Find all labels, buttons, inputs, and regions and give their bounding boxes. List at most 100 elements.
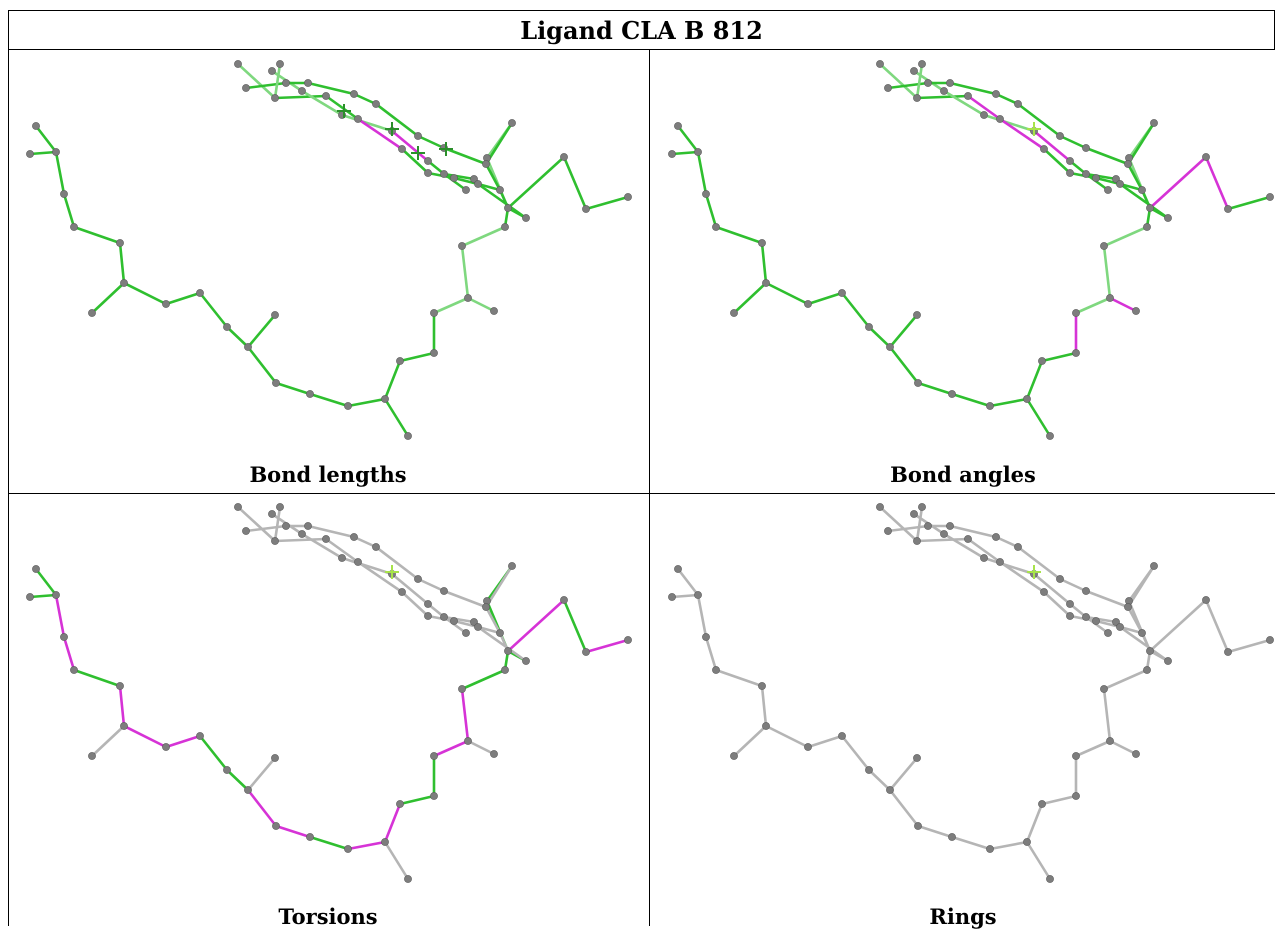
atom [440, 613, 448, 621]
atom [282, 79, 290, 87]
atom [276, 503, 284, 511]
atom [244, 786, 252, 794]
atom [1014, 543, 1022, 551]
atom [865, 323, 873, 331]
bond [442, 172, 476, 181]
atom [482, 160, 490, 168]
atom [244, 343, 252, 351]
atom [234, 60, 242, 68]
atom [918, 503, 926, 511]
bond [198, 291, 229, 329]
atom [1146, 204, 1154, 212]
atom [304, 522, 312, 530]
bond [164, 291, 202, 306]
atom [322, 535, 330, 543]
atom [1202, 596, 1210, 604]
bond [400, 590, 430, 618]
bond [72, 225, 122, 245]
bond [1084, 172, 1110, 192]
atom [504, 647, 512, 655]
atom [1082, 613, 1090, 621]
atom [88, 309, 96, 317]
bond [1074, 739, 1112, 758]
atom [948, 390, 956, 398]
atom [482, 603, 490, 611]
atom [992, 90, 1000, 98]
atom [940, 530, 948, 538]
panel-rings: Rings [650, 494, 1276, 929]
bond [390, 572, 430, 606]
bond [324, 537, 360, 564]
bond [1118, 182, 1170, 220]
bond [760, 684, 768, 728]
bond [340, 556, 394, 576]
bond [1102, 225, 1149, 248]
atom [1056, 575, 1064, 583]
atom [758, 682, 766, 690]
bond [988, 397, 1029, 408]
atom [924, 522, 932, 530]
bond [90, 281, 126, 315]
bond [760, 241, 768, 285]
atom [450, 174, 458, 182]
atom [70, 666, 78, 674]
bond [562, 598, 588, 654]
atom [913, 311, 921, 319]
atom [804, 300, 812, 308]
atom [268, 67, 276, 75]
bond [416, 134, 446, 150]
atom [1066, 169, 1074, 177]
bond [1084, 146, 1130, 166]
atom [490, 307, 498, 315]
atom [496, 186, 504, 194]
atom [116, 239, 124, 247]
atom [162, 300, 170, 308]
bond [1226, 195, 1272, 211]
atom [272, 822, 280, 830]
caption-torsions: Torsions [278, 904, 378, 929]
bond [273, 62, 282, 100]
atom [946, 79, 954, 87]
atom [272, 379, 280, 387]
bond [1118, 625, 1170, 663]
bond [696, 593, 708, 639]
atom [914, 822, 922, 830]
bond [1084, 615, 1110, 635]
atom [1023, 838, 1031, 846]
atom [1266, 193, 1274, 201]
atom [234, 503, 242, 511]
atom [462, 186, 470, 194]
atom [1040, 145, 1048, 153]
atom [1072, 309, 1080, 317]
atom [964, 92, 972, 100]
atom [702, 190, 710, 198]
atom [430, 752, 438, 760]
bond [1102, 244, 1112, 300]
atom [350, 533, 358, 541]
bond [584, 638, 630, 654]
atom [1224, 648, 1232, 656]
bond [236, 505, 277, 543]
bond [390, 129, 430, 163]
bond [1025, 397, 1052, 438]
bond [300, 532, 344, 560]
atom [496, 629, 504, 637]
bond [442, 172, 468, 192]
atom [1072, 792, 1080, 800]
bond [878, 62, 919, 100]
atom [1143, 666, 1151, 674]
bond [274, 824, 312, 839]
caption-rings: Rings [929, 904, 997, 929]
bond [1102, 668, 1149, 691]
atom [424, 157, 432, 165]
bond [432, 739, 470, 758]
bond [246, 345, 278, 385]
atom [762, 722, 770, 730]
atom [26, 593, 34, 601]
atom [52, 148, 60, 156]
atom [1066, 600, 1074, 608]
atom [980, 111, 988, 119]
atom [424, 612, 432, 620]
atom [986, 845, 994, 853]
